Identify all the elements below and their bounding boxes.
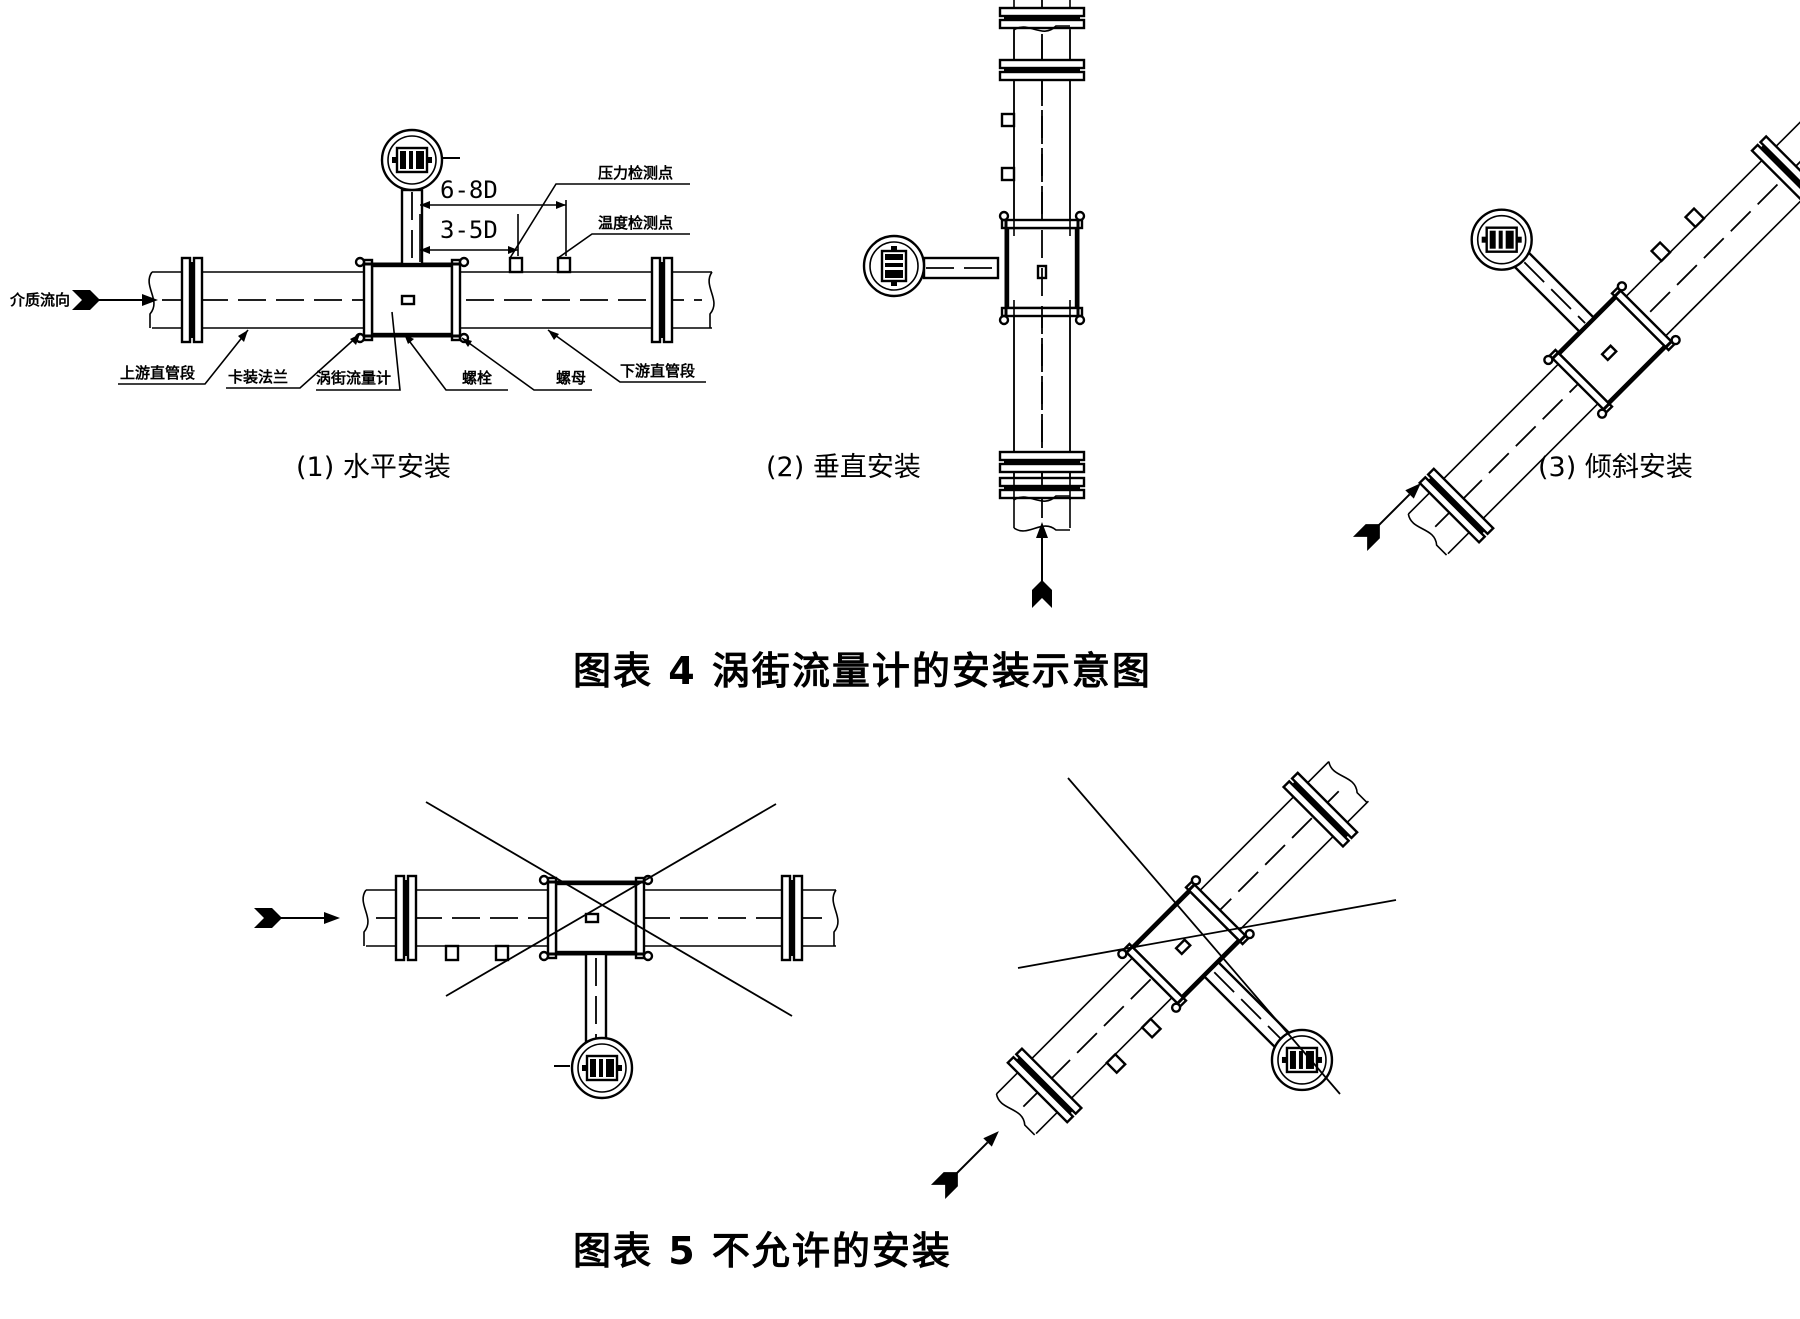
label-bolt: 螺栓 <box>462 369 492 387</box>
vortex-meter-icon <box>380 128 444 192</box>
vortex-meter-icon <box>570 1036 634 1100</box>
horizontal-installation: 6-8D 3-5D 压力检测点 温度检测点 介质流向 上游直管段 卡装法兰 涡街… <box>9 128 714 483</box>
flow-arrow-icon <box>1351 475 1429 553</box>
label-flow-direction: 介质流向 <box>9 291 70 309</box>
caption-figure-4: 图表 4 涡街流量计的安装示意图 <box>573 649 1152 693</box>
forbidden-installation-inclined <box>929 761 1397 1201</box>
label-vortex-meter: 涡街流量计 <box>316 369 391 387</box>
caption-figure-5: 图表 5 不允许的安装 <box>573 1229 952 1273</box>
horizontal-pipe-assembly <box>149 258 714 342</box>
label-clamp-flange: 卡装法兰 <box>228 368 288 386</box>
subtitle-horizontal: (1) 水平安装 <box>296 452 451 483</box>
forbidden-cross-icon <box>425 801 793 1017</box>
dimension-3-5d: 3-5D <box>440 216 498 244</box>
label-pressure-point: 压力检测点 <box>598 164 673 182</box>
label-upstream-pipe: 上游直管段 <box>120 364 195 382</box>
vertical-installation: (2) 垂直安装 <box>766 0 1084 609</box>
vortex-meter-icon <box>1470 208 1533 271</box>
inclined-installation: (3) 倾斜安装 <box>1351 0 1800 566</box>
vortex-meter-icon <box>862 234 926 298</box>
forbidden-cross-icon <box>1017 777 1397 1095</box>
label-nut: 螺母 <box>556 369 586 387</box>
label-temperature-point: 温度检测点 <box>598 214 673 232</box>
vortex-meter-icon <box>1270 1028 1334 1092</box>
dimension-6-8d: 6-8D <box>440 176 498 204</box>
flow-arrow-icon <box>929 1123 1007 1201</box>
forbidden-installation-downward <box>253 801 839 1100</box>
subtitle-inclined: (3) 倾斜安装 <box>1538 452 1693 483</box>
flow-arrow-icon <box>253 907 341 929</box>
label-downstream-pipe: 下游直管段 <box>620 362 695 380</box>
flow-arrow-icon <box>1031 521 1053 609</box>
subtitle-vertical: (2) 垂直安装 <box>766 452 921 483</box>
flow-arrow-icon <box>71 289 159 311</box>
